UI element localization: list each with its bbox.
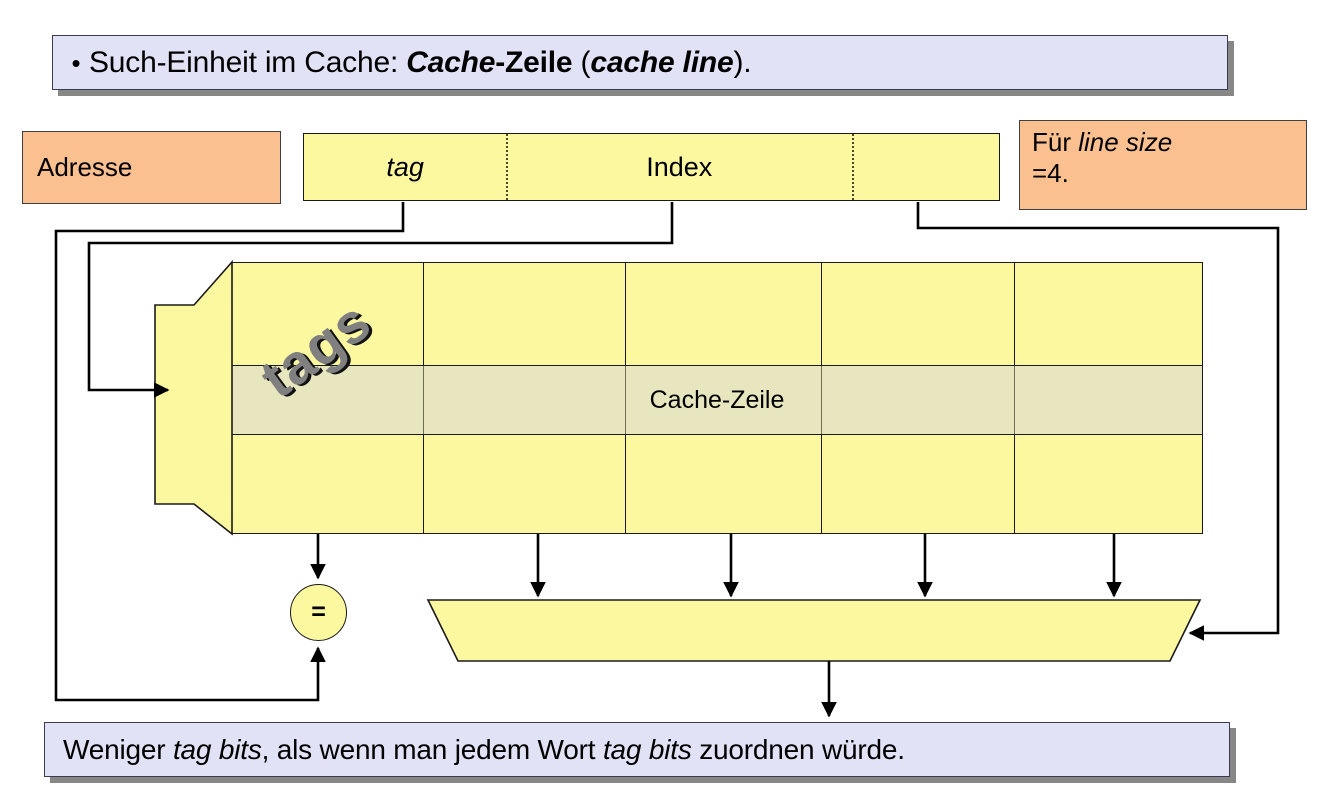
title-callout: • Such-Einheit im Cache: Cache-Zeile (ca… (52, 35, 1228, 90)
address-field-divider-1 (506, 134, 509, 200)
cache-tag-face (154, 259, 233, 536)
highlight-column-divider (625, 366, 626, 434)
title-callout-text: Such-Einheit im Cache: Cache-Zeile (cach… (89, 45, 752, 80)
address-field: tag Index (303, 133, 1000, 201)
bullet-icon: • (71, 47, 81, 78)
bottom-callout-text: Weniger tag bits, als wenn man jedem Wor… (63, 734, 905, 766)
equality-comparator: = (290, 584, 347, 641)
line-size-note-part1: Für (1032, 127, 1079, 157)
address-field-divider-2 (852, 134, 855, 200)
title-part-3: -Zeile (495, 45, 573, 79)
address-segment-index: Index (646, 151, 713, 182)
title-part-5: cache line (590, 45, 734, 79)
highlight-column-divider (821, 366, 822, 434)
highlight-column-divider (423, 366, 424, 434)
bottom-part-2: tag bits (172, 733, 262, 765)
address-label-text: Adresse (37, 152, 133, 182)
title-part-6: ). (733, 45, 752, 79)
address-segment-tag: tag (386, 151, 424, 182)
comparator-symbol: = (311, 598, 326, 626)
title-part-1: Such-Einheit im Cache: (89, 45, 407, 79)
address-label-box: Adresse (22, 131, 281, 204)
title-part-4: ( (572, 45, 591, 79)
bottom-callout: Weniger tag bits, als wenn man jedem Wor… (44, 722, 1230, 777)
line-size-note-part2: line size (1078, 127, 1173, 157)
multiplexer-shape (426, 599, 1202, 662)
bottom-part-3: , als wenn man jedem Wort (261, 733, 603, 765)
bottom-part-5: zuordnen würde. (691, 733, 905, 765)
title-part-2: Cache (406, 45, 496, 79)
bottom-part-1: Weniger (63, 733, 173, 765)
bottom-part-4: tag bits (602, 733, 692, 765)
line-size-note-part3: =4. (1032, 157, 1069, 188)
